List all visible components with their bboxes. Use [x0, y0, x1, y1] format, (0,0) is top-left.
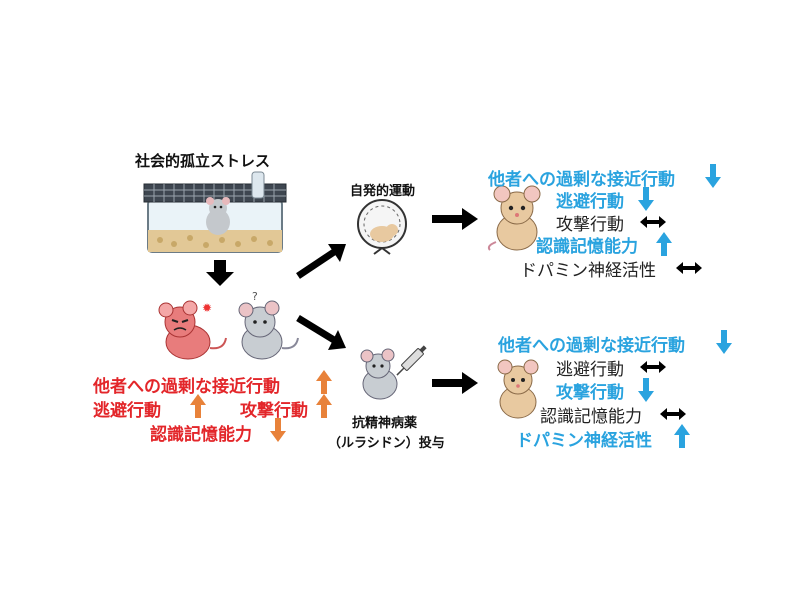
stress-aggression-up-arrow — [316, 394, 332, 418]
exercise-approach-label: 他者への過剰な接近行動 — [488, 170, 675, 190]
drug-dopamine-label: ドパミン神経活性 — [516, 431, 652, 451]
isolation-cage-illustration — [143, 171, 287, 253]
arrow-down-to-stressed-mice — [206, 260, 234, 286]
exercise-aggression-label: 攻撃行動 — [556, 215, 624, 235]
exercise-aggression-unchanged-arrow — [640, 216, 666, 228]
exercise-memory-up-arrow — [656, 232, 672, 256]
isolation-stress-label: 社会的孤立ストレス — [135, 152, 271, 170]
stress-aggression-label: 攻撃行動 — [240, 401, 308, 421]
drug-dopamine-up-arrow — [674, 424, 690, 448]
exercise-result-mouse-illustration — [487, 185, 541, 251]
drug-avoidance-label: 逃避行動 — [556, 360, 624, 380]
drug-avoidance-unchanged-arrow — [640, 361, 666, 373]
drug-aggression-down-arrow — [638, 378, 654, 402]
exercise-avoidance-label: 逃避行動 — [556, 192, 624, 212]
antipsychotic-label-line1: 抗精神病薬 — [352, 416, 418, 431]
arrow-to-exercise — [296, 244, 346, 279]
exercise-avoidance-down-arrow — [638, 187, 654, 211]
svg-text:✹: ✹ — [202, 301, 212, 315]
stress-memory-down-arrow — [270, 418, 286, 442]
drug-memory-label: 認識記憶能力 — [540, 407, 642, 427]
syringe-mouse-illustration — [360, 345, 427, 400]
voluntary-exercise-label: 自発的運動 — [350, 184, 416, 199]
drug-approach-down-arrow — [716, 330, 732, 354]
arrow-exercise-to-result — [432, 208, 478, 230]
antipsychotic-label-line2: （ルラシドン）投与 — [328, 436, 445, 451]
stress-avoidance-label: 逃避行動 — [93, 401, 161, 421]
exercise-memory-label: 認識記憶能力 — [536, 237, 638, 257]
exercise-dopamine-unchanged-arrow — [676, 262, 702, 274]
arrow-drug-to-result — [432, 372, 478, 394]
exercise-approach-down-arrow — [705, 164, 721, 188]
stress-approach-up-arrow — [316, 370, 332, 394]
drug-aggression-label: 攻撃行動 — [556, 383, 624, 403]
confused-gray-mouse-illustration: ? — [238, 290, 299, 360]
drug-approach-label: 他者への過剰な接近行動 — [498, 336, 685, 356]
drug-memory-unchanged-arrow — [660, 408, 686, 420]
stress-avoidance-up-arrow — [190, 394, 206, 418]
svg-text:?: ? — [252, 290, 258, 303]
stress-memory-label: 認識記憶能力 — [150, 425, 252, 445]
arrow-to-drug — [296, 315, 346, 350]
aggressive-red-mouse-illustration: ✹ — [158, 300, 227, 360]
exercise-dopamine-label: ドパミン神経活性 — [520, 261, 656, 281]
running-wheel-mouse-illustration — [357, 199, 407, 255]
drug-result-mouse-illustration — [497, 359, 539, 419]
stress-approach-label: 他者への過剰な接近行動 — [93, 377, 280, 397]
